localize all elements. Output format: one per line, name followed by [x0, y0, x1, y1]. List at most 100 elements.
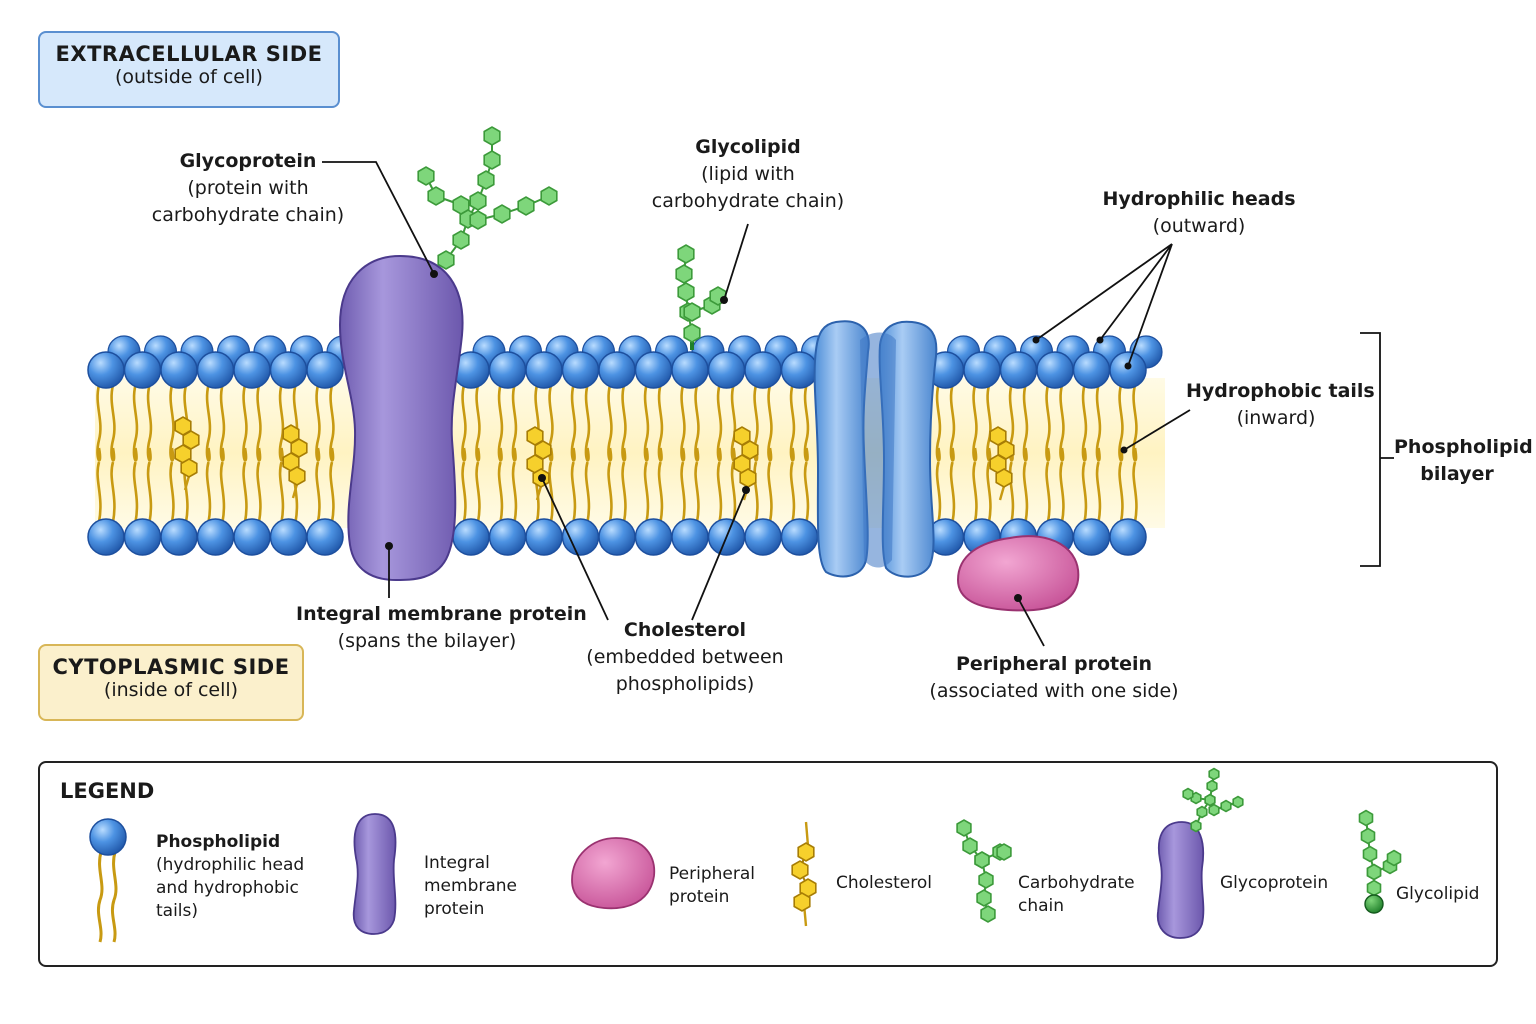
legend-phospholipid-line3: tails): [156, 901, 199, 921]
peripheral-protein-label: Peripheral protein (associated with one …: [926, 651, 1182, 705]
legend-cholesterol-line1: Cholesterol: [836, 873, 932, 893]
peripheral-label-line1: (associated with one side): [929, 680, 1179, 702]
legend-integral-line2: membrane: [424, 876, 518, 896]
tail: [1132, 461, 1138, 523]
sugar: [1208, 803, 1220, 817]
tail: [803, 384, 810, 462]
head-top: [1036, 351, 1074, 389]
head-top: [160, 351, 198, 389]
sugar: [1196, 805, 1208, 819]
tail: [657, 384, 664, 462]
glycoprotein-carbohydrate-chain: [417, 126, 558, 270]
tail: [570, 461, 577, 523]
tail: [329, 461, 335, 523]
cholesterol-label-line2: phospholipids): [615, 673, 755, 695]
hydrophobic-label-line1: (inward): [1236, 407, 1316, 429]
tail: [972, 461, 978, 523]
tail: [278, 384, 285, 462]
tail: [205, 461, 212, 523]
tail: [986, 461, 992, 523]
sugar: [517, 196, 535, 216]
tail: [789, 461, 796, 523]
tail: [475, 461, 481, 523]
legend-phospholipid-line1: (hydrophilic head: [156, 855, 305, 875]
hydrophilic-label-line1: (outward): [1152, 215, 1246, 237]
head-bottom: [306, 518, 344, 556]
cholesterol-label: Cholesterol (embedded between phospholip…: [580, 617, 790, 698]
legend-icons: [89, 767, 1402, 943]
tail: [935, 461, 942, 523]
sugar: [483, 150, 501, 170]
sugar: [974, 851, 990, 869]
glycoprotein-label-line1: (protein with: [187, 177, 309, 199]
head-bottom: [160, 518, 198, 556]
head-bottom: [634, 518, 673, 556]
cholesterol-label-title: Cholesterol: [623, 619, 747, 641]
tail: [1118, 461, 1124, 523]
tail: [1045, 461, 1051, 523]
sugar: [452, 230, 470, 250]
cholesterol-tail: [998, 485, 1006, 501]
tail: [789, 384, 796, 462]
head-top: [525, 351, 563, 389]
legend-peripheral-protein-icon: [571, 837, 656, 910]
integral-label-line1: (spans the bilayer): [337, 630, 517, 652]
sugar: [1366, 863, 1382, 881]
head-top: [963, 351, 1001, 389]
peripheral-protein: [956, 535, 1080, 612]
tail: [716, 384, 723, 462]
tail: [753, 461, 759, 523]
channel-protein: [813, 320, 938, 578]
legend-carbohydrate-chain-icon: [956, 819, 1012, 923]
head-top: [1072, 351, 1111, 389]
legend-peripheral-line1: Peripheral: [669, 864, 755, 884]
sugar: [1360, 827, 1376, 845]
head-top: [123, 351, 162, 389]
sugar: [996, 843, 1012, 861]
tail: [1045, 384, 1051, 462]
cholesterol-ring: [180, 458, 198, 478]
sugar: [1190, 819, 1202, 833]
tail: [643, 384, 650, 462]
legend-cholesterol-text: Cholesterol: [836, 872, 932, 895]
tail: [256, 461, 262, 523]
glycoprotein-label: Glycoprotein (protein with carbohydrate …: [150, 148, 346, 229]
tail: [219, 461, 226, 523]
legend-cholesterol-icon: [791, 821, 817, 927]
tail: [110, 461, 116, 523]
tail: [767, 461, 773, 523]
head-bottom: [87, 518, 125, 556]
tail: [607, 461, 613, 523]
tail: [972, 384, 978, 462]
cholesterol-ring: [288, 466, 306, 486]
tail: [570, 384, 577, 462]
cholesterol-ring: [995, 468, 1013, 488]
sugar: [483, 126, 501, 146]
sugar: [437, 250, 455, 270]
tail: [511, 384, 518, 462]
head-bottom: [598, 518, 636, 556]
hydrophilic-label-title: Hydrophilic heads: [1102, 188, 1296, 210]
glycolipid-label: Glycolipid (lipid with carbohydrate chai…: [650, 134, 846, 215]
legend-glycoprotein-line1: Glycoprotein: [1220, 873, 1329, 893]
sugar: [1204, 793, 1216, 807]
tail: [1059, 461, 1065, 523]
sugar: [1208, 767, 1220, 781]
sugar: [493, 204, 511, 224]
tail: [584, 384, 591, 462]
legend-carbohydrate-text: Carbohydrate chain: [1018, 872, 1135, 918]
head-bottom: [561, 518, 600, 556]
tail: [1008, 384, 1015, 462]
tail: [146, 461, 153, 523]
legend-glycolipid-text: Glycolipid: [1396, 883, 1479, 906]
legend-glycoprotein-text: Glycoprotein: [1220, 872, 1328, 895]
phospholipid-tails: [96, 384, 1138, 523]
tail: [475, 384, 481, 462]
head-bottom: [1072, 518, 1111, 556]
leader-lines: [322, 161, 1394, 647]
integral-protein-label: Integral membrane protein (spans the bil…: [296, 601, 587, 655]
glycolipid-label-line1: (lipid with: [701, 163, 795, 185]
legend-phospholipid-title: Phospholipid: [156, 832, 281, 852]
glycolipid-base: [1364, 894, 1384, 914]
sugar: [677, 282, 695, 302]
